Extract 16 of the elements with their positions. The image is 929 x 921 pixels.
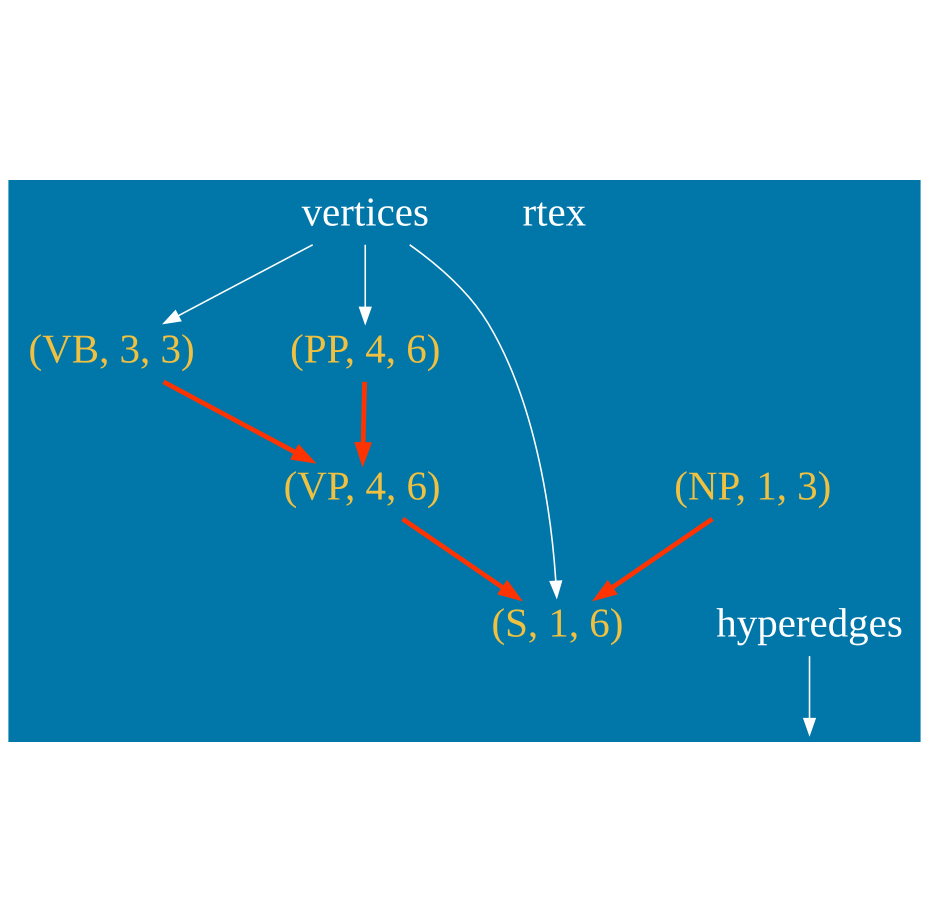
node-text: (S, 1, 6) — [491, 599, 624, 646]
arrow — [401, 516, 523, 601]
arrow — [162, 379, 317, 464]
node-text: (VP, 4, 6) — [284, 462, 441, 508]
node-text: (VB, 3, 3) — [28, 324, 195, 371]
label: rtex — [522, 188, 586, 234]
arrow — [358, 244, 372, 326]
node-text: hyperedges — [716, 599, 903, 646]
arrow — [354, 381, 372, 467]
arrow — [162, 244, 314, 324]
node-text: (PP, 4, 6) — [290, 324, 440, 371]
node-text: vertices — [302, 188, 429, 234]
node-text: (NP, 1, 3) — [674, 462, 832, 508]
arrow — [409, 244, 562, 600]
arrow — [592, 516, 714, 601]
arrow — [802, 656, 816, 736]
